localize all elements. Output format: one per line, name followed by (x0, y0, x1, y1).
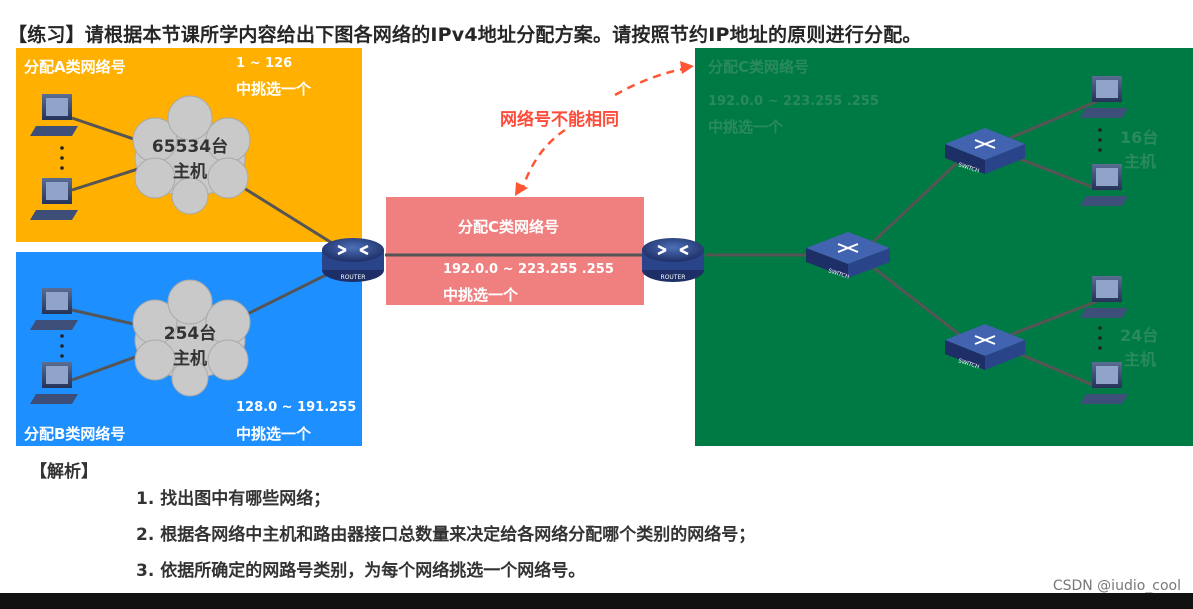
router-label: ROUTER (341, 274, 366, 281)
hosts-bottom-unit: 主机 (1124, 350, 1157, 369)
pc-icon (1080, 276, 1128, 318)
network-a-label: 分配A类网络号 (24, 58, 126, 76)
router-link-network-region (386, 197, 644, 305)
cloud-65534-hosts (132, 95, 251, 215)
router-right-icon: ROUTER (642, 238, 704, 282)
network-c-range: 192.0.0 ~ 223.255 .255 (708, 94, 879, 109)
ellipsis-dots (1098, 128, 1102, 152)
pc-icon (1080, 164, 1128, 206)
network-c-label: 分配C类网络号 (708, 58, 810, 76)
analysis-heading: 【解析】 (30, 462, 98, 482)
pc-icon (30, 288, 78, 330)
analysis-step: 1. 找出图中有哪些网络； (136, 489, 331, 509)
network-b-pick: 中挑选一个 (236, 425, 312, 443)
network-a-range: 1 ~ 126 (236, 56, 293, 71)
page-title: 【练习】请根据本节课所学内容给出下图各网络的IPv4地址分配方案。请按照节约IP… (8, 24, 922, 46)
analysis-step: 2. 根据各网络中主机和路由器接口总数量来决定给各网络分配哪个类别的网络号； (136, 525, 756, 545)
network-b-label: 分配B类网络号 (24, 425, 126, 443)
link-network-range: 192.0.0 ~ 223.255 .255 (443, 262, 614, 277)
bottom-bar (0, 593, 1193, 609)
watermark: CSDN @iudio_cool (1052, 578, 1181, 594)
pc-icon (1080, 362, 1128, 404)
hosts-top-count: 16台 (1120, 128, 1159, 147)
pc-icon (30, 362, 78, 404)
switch-bottom-icon: SWITCH (945, 324, 1025, 371)
network-b-range: 128.0 ~ 191.255 (236, 400, 357, 415)
pc-icon (30, 178, 78, 220)
pc-icon (1080, 76, 1128, 118)
link-network-pick: 中挑选一个 (443, 286, 519, 304)
network-a-pick: 中挑选一个 (236, 80, 312, 98)
pc-icon (30, 94, 78, 136)
cloud-254-hosts (132, 279, 251, 397)
dashed-arrows (520, 66, 689, 191)
analysis-step: 3. 依据所确定的网路号类别，为每个网络挑选一个网络号。 (136, 561, 586, 581)
hosts-top-unit: 主机 (1124, 152, 1157, 171)
router-label: ROUTER (661, 274, 686, 281)
cloud-b-count: 254台 (163, 324, 217, 344)
cloud-b-unit: 主机 (173, 349, 207, 369)
cloud-a-count: 65534台 (151, 137, 229, 157)
network-c-pick: 中挑选一个 (708, 118, 784, 136)
arrow-head-icon (680, 61, 694, 74)
ellipsis-dots (60, 146, 64, 170)
cloud-a-unit: 主机 (173, 162, 207, 182)
link-network-label: 分配C类网络号 (458, 218, 560, 236)
ellipsis-dots (60, 334, 64, 358)
hosts-bottom-count: 24台 (1120, 326, 1159, 345)
router-left-icon: ROUTER (322, 238, 384, 282)
arrow-head-icon (515, 182, 528, 196)
switch-center-icon: SWITCH (806, 232, 890, 281)
ellipsis-dots (1098, 326, 1102, 350)
switch-top-icon: SWITCH (945, 128, 1025, 175)
note-network-numbers-unique: 网络号不能相同 (500, 110, 619, 130)
